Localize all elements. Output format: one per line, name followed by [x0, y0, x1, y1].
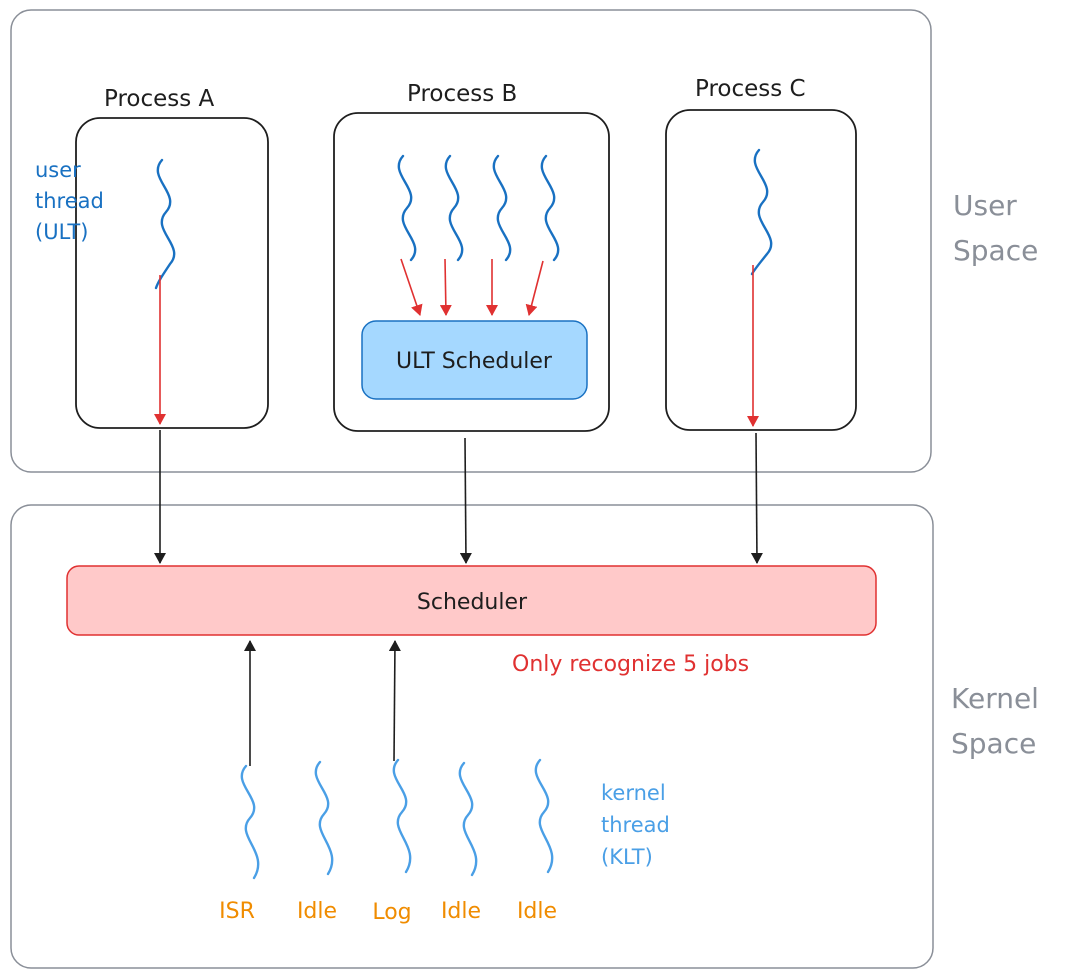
process-b-user-thread-4: [540, 154, 560, 262]
ult-scheduler-label: ULT Scheduler: [396, 349, 553, 374]
ult-annotation-line1: user: [35, 158, 81, 182]
kernel-job-label-log: Log: [372, 900, 411, 925]
kernel-thread-idle-2: [458, 761, 478, 877]
process-b-title: Process B: [407, 81, 517, 107]
process-c-box: [665, 109, 857, 431]
process-b-box: [333, 112, 610, 432]
process-b-thread-2-arrow: [439, 258, 452, 316]
process-a-box: [75, 117, 269, 429]
process-b-thread-4-arrow: [525, 260, 544, 316]
ult-annotation-line3: (ULT): [35, 220, 88, 244]
kernel-scheduler-label: Scheduler: [417, 590, 528, 615]
process-b-thread-1-arrow: [400, 258, 423, 316]
klt-annotation-line1: kernel: [601, 781, 666, 805]
process-c-to-scheduler-arrow: [750, 432, 763, 564]
kernel-thread-idle-3: [534, 758, 554, 874]
kernel-job-label-idle-3: Idle: [517, 899, 557, 924]
kernel-thread-log: [392, 758, 412, 874]
process-b-user-thread-2: [444, 154, 464, 262]
kernel-thread-isr: [240, 764, 260, 880]
kernel-job-label-idle-1: Idle: [297, 899, 337, 924]
process-c-user-thread: [750, 148, 773, 276]
klt-log-to-scheduler-arrow: [388, 640, 401, 762]
kernel-space-label-line2: Space: [951, 727, 1036, 760]
process-b-to-scheduler-arrow: [459, 437, 472, 564]
user-space-label-line1: User: [953, 189, 1017, 222]
process-b-user-thread-3: [492, 154, 512, 262]
ult-annotation-line2: thread: [35, 189, 104, 213]
klt-annotation-line2: thread: [601, 813, 670, 837]
kernel-space-region: [10, 504, 934, 969]
kernel-job-label-isr: ISR: [219, 899, 255, 924]
kernel-scheduler-box: [66, 565, 877, 636]
user-space-region: [10, 9, 932, 473]
klt-annotation-line3: (KLT): [601, 845, 653, 869]
process-b-user-thread-1: [397, 154, 417, 262]
process-a-title: Process A: [104, 86, 215, 112]
process-c-title: Process C: [695, 76, 806, 102]
process-a-user-thread: [154, 158, 176, 290]
kernel-thread-idle-1: [314, 760, 334, 876]
user-space-label-line2: Space: [953, 234, 1038, 267]
kernel-job-label-idle-2: Idle: [441, 899, 481, 924]
ult-scheduler-box: [361, 320, 588, 400]
scheduler-job-limit-note: Only recognize 5 jobs: [512, 652, 749, 677]
kernel-space-label-line1: Kernel: [951, 682, 1039, 715]
